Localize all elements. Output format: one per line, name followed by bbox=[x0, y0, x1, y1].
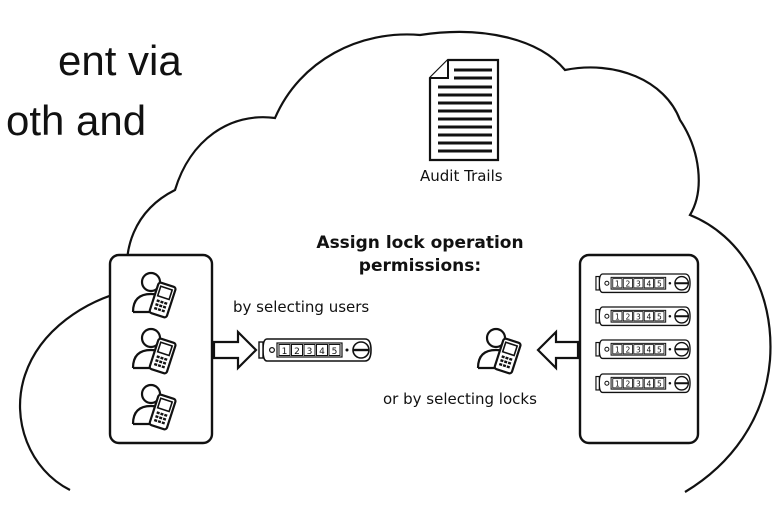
assign-title-line-1: Assign lock operation bbox=[316, 233, 524, 253]
keypad-digit: 2 bbox=[625, 280, 630, 289]
keypad-digit: 1 bbox=[615, 380, 620, 389]
keypad-digit: 3 bbox=[307, 347, 313, 357]
assign-title-line-2: permissions: bbox=[358, 256, 482, 276]
keypad-digit: 2 bbox=[625, 380, 630, 389]
keypad-digit: 3 bbox=[636, 280, 641, 289]
keypad-digit: 4 bbox=[646, 380, 651, 389]
keypad-digit: 2 bbox=[625, 313, 630, 322]
arrow-left-icon bbox=[536, 329, 580, 371]
keypad-digit: 5 bbox=[657, 280, 662, 289]
keypad-digit: 4 bbox=[319, 347, 325, 357]
keypad-digit: 5 bbox=[332, 347, 338, 357]
keypad-digit: 5 bbox=[657, 380, 662, 389]
by-locks-label: or by selecting locks bbox=[383, 390, 537, 408]
document-icon bbox=[428, 58, 500, 162]
by-users-label: by selecting users bbox=[233, 298, 370, 316]
keypad-digit: 1 bbox=[615, 280, 620, 289]
keypad-digit: 2 bbox=[294, 347, 300, 357]
keypad-digit: 3 bbox=[636, 346, 641, 355]
keypad-digit: 1 bbox=[282, 347, 288, 357]
heading-line-1: ent via bbox=[58, 37, 182, 84]
keypad-digit: 2 bbox=[625, 346, 630, 355]
keypad-digit: 5 bbox=[657, 346, 662, 355]
keypad-digit: 5 bbox=[657, 313, 662, 322]
audit-trails-label: Audit Trails bbox=[420, 167, 503, 185]
keypad-digit: 3 bbox=[636, 313, 641, 322]
keypad-digit: 1 bbox=[615, 313, 620, 322]
keypad-digit: 3 bbox=[636, 380, 641, 389]
keypad-digit: 4 bbox=[646, 346, 651, 355]
keypad-digit: 4 bbox=[646, 280, 651, 289]
keypad-digit: 4 bbox=[646, 313, 651, 322]
arrow-right-icon bbox=[212, 329, 258, 371]
user-phone-icon bbox=[476, 327, 523, 376]
cloud-outline bbox=[18, 30, 772, 493]
heading-line-2: oth and bbox=[6, 97, 147, 144]
keypad-digit: 1 bbox=[615, 346, 620, 355]
